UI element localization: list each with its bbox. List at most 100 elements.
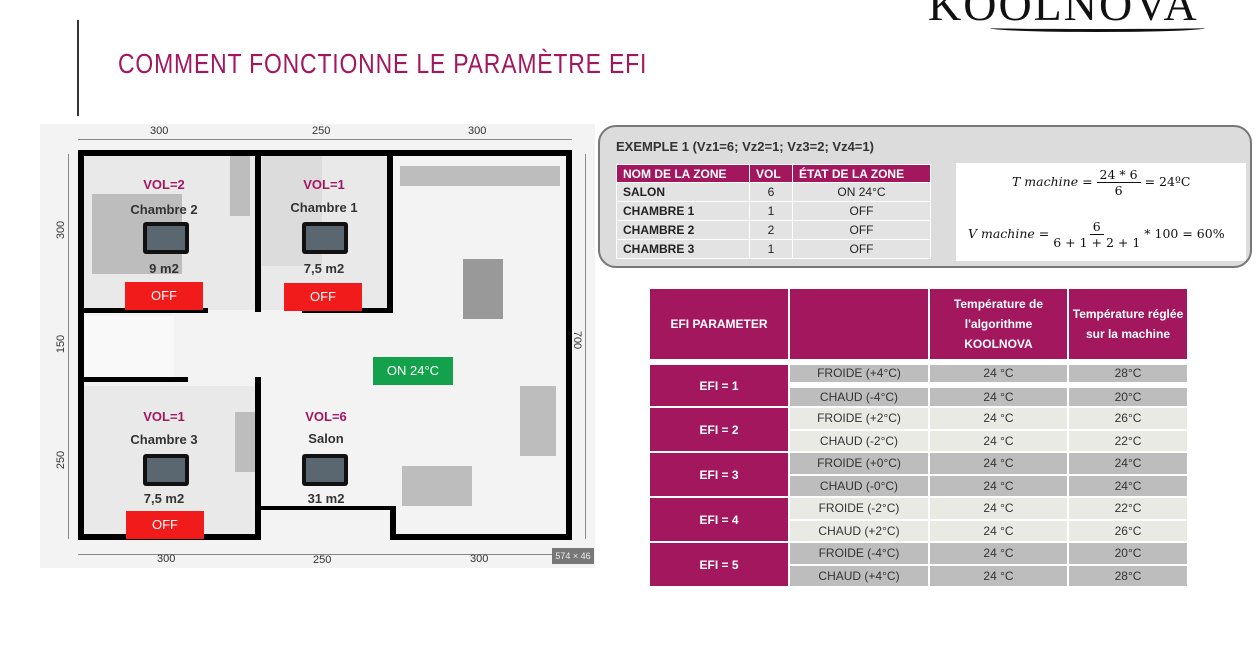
zone-name: CHAMBRE 2 — [616, 220, 750, 240]
dim-bottom-1: 300 — [157, 553, 176, 565]
room-area: 7,5 m2 — [143, 491, 185, 506]
efi-table: EFI PARAMETER Température de l'algorithm… — [648, 287, 1189, 588]
mode: CHAUD (-0°C) — [788, 473, 930, 498]
efi-level: EFI = 1 — [648, 359, 790, 408]
algorithm-temp: 24 °C — [928, 518, 1069, 543]
dim-left-2: 150 — [55, 334, 68, 354]
zone-name: CHAMBRE 1 — [616, 201, 750, 221]
mode: FROIDE (+4°C) — [788, 359, 930, 386]
algorithm-temp: 24 °C — [928, 541, 1069, 566]
room-vol: VOL=2 — [143, 177, 185, 192]
machine-temp: 28°C — [1067, 359, 1189, 386]
algorithm-temp: 24 °C — [928, 451, 1069, 476]
col-header: NOM DE LA ZONE — [616, 164, 750, 183]
page-title: COMMENT FONCTIONNE LE PARAMÈTRE EFI — [118, 48, 648, 79]
machine-temp: 22°C — [1067, 428, 1189, 453]
zone-state: ON 24°C — [792, 182, 931, 202]
algorithm-temp: 24 °C — [928, 563, 1069, 588]
dim-bottom-2: 250 — [313, 554, 332, 566]
machine-temp: 24°C — [1067, 473, 1189, 498]
room-vol: VOL=1 — [143, 409, 185, 424]
thermostat-icon — [302, 454, 348, 486]
col-header: Température réglée sur la machine — [1067, 287, 1189, 363]
dim-bottom-3: 300 — [470, 553, 489, 565]
algorithm-temp: 24 °C — [928, 359, 1069, 386]
room-vol: VOL=1 — [303, 177, 345, 192]
zone-state: OFF — [792, 220, 931, 240]
dim-left-1: 300 — [55, 220, 68, 240]
dim-right: 700 — [571, 330, 584, 350]
zone-state-badge: OFF — [284, 283, 362, 311]
zone-name: CHAMBRE 3 — [616, 239, 750, 259]
zone-vol: 1 — [749, 201, 793, 221]
algorithm-temp: 24 °C — [928, 496, 1069, 521]
algorithm-temp: 24 °C — [928, 428, 1069, 453]
mode: CHAUD (-4°C) — [788, 381, 930, 408]
machine-temp: 20°C — [1067, 381, 1189, 408]
col-header — [788, 287, 930, 363]
machine-temp: 22°C — [1067, 496, 1189, 521]
machine-temp: 26°C — [1067, 518, 1189, 543]
room-area: 7,5 m2 — [303, 261, 345, 276]
machine-temp: 24°C — [1067, 451, 1189, 476]
zone-state-badge: ON 24°C — [373, 357, 453, 385]
col-header: EFI PARAMETER — [648, 287, 790, 363]
machine-temp: 20°C — [1067, 541, 1189, 566]
efi-level: EFI = 2 — [648, 406, 790, 453]
dim-left-3: 250 — [55, 450, 68, 470]
thermostat-icon — [143, 222, 189, 254]
dim-top-1: 300 — [150, 125, 169, 137]
room-name: Chambre 1 — [290, 200, 358, 215]
room-vol: VOL=6 — [305, 409, 347, 424]
title-divider — [77, 20, 79, 116]
mode: FROIDE (-4°C) — [788, 541, 930, 566]
col-header: Température de l'algorithme KOOLNOVA — [928, 287, 1069, 363]
room-area: 31 m2 — [307, 491, 345, 506]
thermostat-icon — [302, 222, 348, 254]
zone-vol: 2 — [749, 220, 793, 240]
room-name: Chambre 2 — [130, 202, 198, 217]
zone-state-badge: OFF — [126, 511, 204, 539]
machine-temp: 26°C — [1067, 406, 1189, 431]
col-header: VOL — [749, 164, 793, 183]
mode: CHAUD (+4°C) — [788, 563, 930, 588]
dim-top-2: 250 — [312, 125, 331, 137]
mode: FROIDE (+0°C) — [788, 451, 930, 476]
zone-state-badge: OFF — [125, 282, 203, 310]
algorithm-temp: 24 °C — [928, 381, 1069, 408]
room-area: 9 m2 — [149, 261, 179, 276]
example-title: EXEMPLE 1 (Vz1=6; Vz2=1; Vz3=2; Vz4=1) — [616, 139, 874, 154]
zone-state: OFF — [792, 239, 931, 259]
col-header: ÉTAT DE LA ZONE — [792, 164, 931, 183]
mode: FROIDE (-2°C) — [788, 496, 930, 521]
machine-temp: 28°C — [1067, 563, 1189, 588]
example-panel: EXEMPLE 1 (Vz1=6; Vz2=1; Vz3=2; Vz4=1) N… — [598, 125, 1252, 268]
mode: FROIDE (+2°C) — [788, 406, 930, 431]
mode: CHAUD (-2°C) — [788, 428, 930, 453]
image-size-tag: 574 × 46 — [552, 548, 594, 564]
logo-swoosh — [990, 24, 1205, 32]
zone-name: SALON — [616, 182, 750, 202]
thermostat-icon — [143, 454, 189, 486]
floorplan: 300 250 300 300 250 300 300 150 250 700 … — [40, 124, 595, 568]
efi-level: EFI = 3 — [648, 451, 790, 498]
efi-level: EFI = 4 — [648, 496, 790, 543]
room-name: Chambre 3 — [130, 432, 198, 447]
room-name: Salon — [308, 431, 344, 446]
